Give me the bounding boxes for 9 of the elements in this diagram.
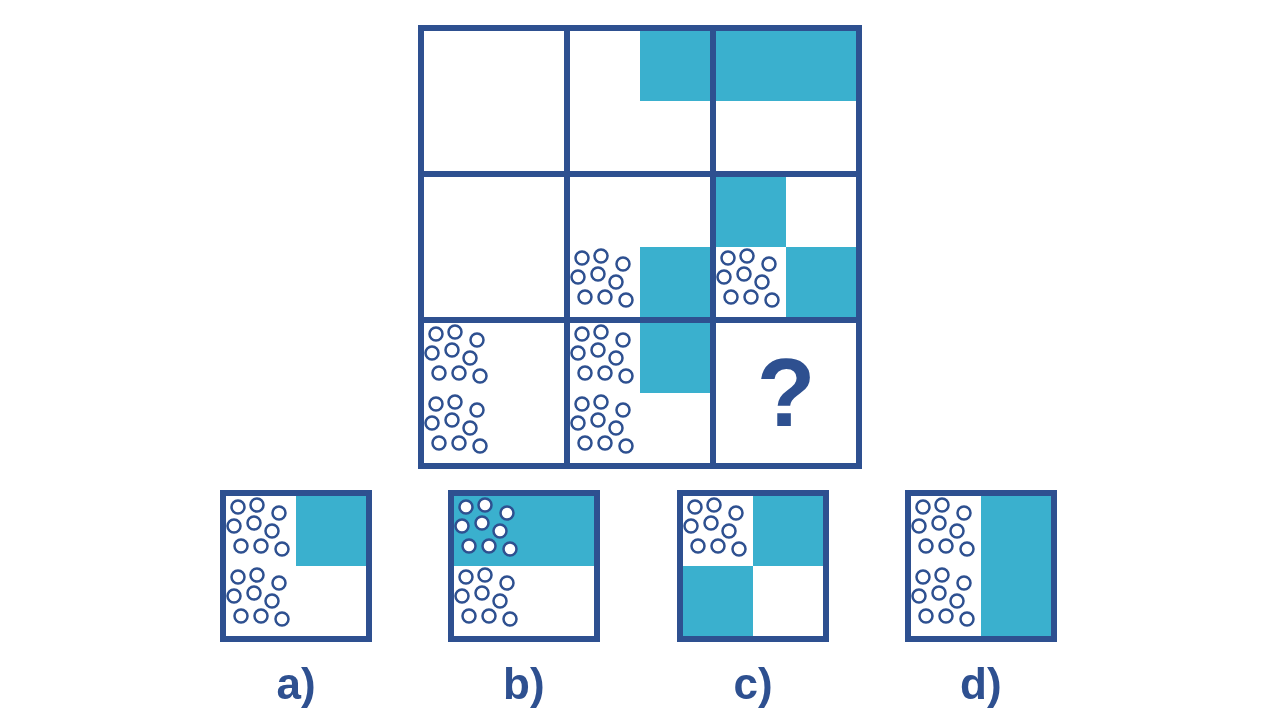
- option-label: b): [503, 662, 545, 706]
- option-label: d): [960, 662, 1002, 706]
- answer-option-box: [220, 490, 372, 642]
- option-label: a): [276, 662, 316, 706]
- answer-option-box: [677, 490, 829, 642]
- option-label: c): [733, 662, 773, 706]
- answer-option-box: [448, 490, 600, 642]
- question-mark: ?: [756, 345, 816, 441]
- answer-option-box: [905, 490, 1057, 642]
